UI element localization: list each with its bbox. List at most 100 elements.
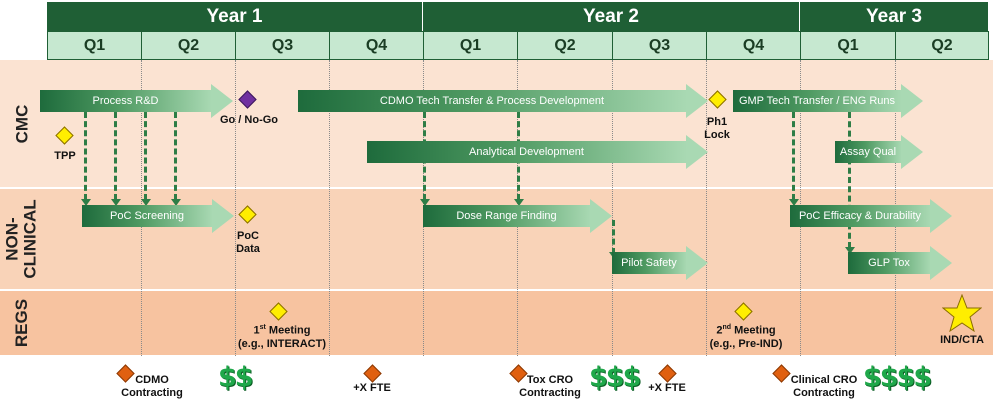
- cdmo-contracting-label: CDMO Contracting: [112, 374, 192, 400]
- dependency-line: [612, 220, 615, 254]
- year-2-header: Year 2: [423, 2, 800, 31]
- quarter-divider: [706, 60, 707, 356]
- first-meeting-example: (e.g., INTERACT): [238, 337, 326, 350]
- activity-label: Process R&D: [92, 95, 159, 107]
- dependency-arrowhead: [171, 199, 181, 206]
- dependency-line: [792, 112, 795, 200]
- quarter-header: Q3: [235, 31, 330, 60]
- dependency-line: [848, 112, 851, 248]
- cmc-band: [0, 60, 993, 187]
- second-meeting-label: 2nd Meeting (e.g., Pre-IND): [696, 321, 796, 351]
- dependency-line: [174, 112, 177, 200]
- second-meeting-line: 2nd Meeting: [696, 321, 796, 338]
- tox-cro-line: Contracting: [519, 387, 581, 399]
- row-separator: [0, 289, 993, 291]
- quarter-header: Q2: [895, 31, 989, 60]
- row-separator: [0, 187, 993, 189]
- ph1-lock-label: Ph1 Lock: [700, 116, 734, 142]
- row-label-cmc: CMC: [0, 60, 44, 187]
- poc-data-line: PoC: [237, 230, 259, 242]
- quarter-header: Q3: [612, 31, 707, 60]
- meeting-word: Meeting: [734, 324, 776, 337]
- quarter-header: Q4: [706, 31, 801, 60]
- dependency-arrowhead: [81, 199, 91, 206]
- ind-cta-label: IND/CTA: [940, 334, 984, 346]
- clinical-cro-contracting-label: Clinical CRO Contracting: [784, 374, 864, 400]
- activity-label: Analytical Development: [469, 146, 584, 158]
- poc-data-label: PoC Data: [230, 230, 266, 256]
- first-meeting-label: 1st Meeting (e.g., INTERACT): [232, 321, 332, 351]
- row-label-text: NON-CLINICAL: [3, 199, 40, 279]
- poc-efficacy-arrow: PoC Efficacy & Durability: [790, 199, 952, 233]
- first-meeting-line: 1st Meeting: [232, 321, 332, 338]
- tox-cro-line: Tox CRO: [526, 374, 574, 386]
- dependency-arrowhead: [789, 199, 799, 206]
- poc-data-line: Data: [236, 243, 260, 255]
- meeting-ordinal: 2: [716, 324, 723, 337]
- activity-label: Dose Range Finding: [456, 210, 557, 222]
- tpp-label: TPP: [54, 150, 76, 162]
- activity-label: Pilot Safety: [621, 257, 677, 269]
- dependency-arrowhead: [514, 199, 524, 206]
- quarter-header: Q1: [800, 31, 896, 60]
- quarter-divider: [612, 60, 613, 356]
- quarter-divider: [235, 60, 236, 356]
- activity-label: PoC Efficacy & Durability: [798, 210, 922, 222]
- activity-label: Assay Qual: [839, 146, 897, 158]
- cdmo-tech-transfer-arrow: CDMO Tech Transfer & Process Development: [298, 84, 708, 118]
- meeting-word: Meeting: [268, 324, 311, 337]
- process-rd-arrow: Process R&D: [40, 84, 233, 118]
- fte-icon: [658, 364, 677, 383]
- dependency-arrowhead: [420, 199, 430, 206]
- activity-label: PoC Screening: [110, 210, 184, 222]
- row-label-nonclinical: NON-CLINICAL: [0, 189, 44, 289]
- ph1-lock-line: Lock: [704, 129, 730, 141]
- dependency-line: [144, 112, 147, 200]
- dependency-arrowhead: [845, 247, 855, 254]
- pilot-safety-arrow: Pilot Safety: [612, 246, 708, 280]
- ind-cta-star-icon: [942, 294, 982, 332]
- second-meeting-example: (e.g., Pre-IND): [709, 337, 783, 350]
- regs-band: [0, 291, 993, 355]
- gmp-tech-transfer-arrow: GMP Tech Transfer / ENG Runs: [733, 84, 923, 118]
- fte-label: +X FTE: [648, 382, 686, 394]
- dependency-line: [84, 112, 87, 200]
- clinical-cro-line: Clinical CRO: [790, 374, 858, 386]
- cdmo-contracting-line: CDMO: [135, 374, 169, 386]
- analytical-development-arrow: Analytical Development: [367, 135, 708, 169]
- tox-cro-contracting-label: Tox CRO Contracting: [510, 374, 590, 400]
- glp-tox-arrow: GLP Tox: [848, 246, 952, 280]
- activity-label: CDMO Tech Transfer & Process Development: [379, 95, 605, 107]
- budget-money-icon: $$: [218, 362, 254, 393]
- clinical-cro-line: Contracting: [793, 387, 855, 399]
- quarter-header: Q2: [517, 31, 613, 60]
- dose-range-finding-arrow: Dose Range Finding: [423, 199, 612, 233]
- quarter-header: Q1: [423, 31, 518, 60]
- quarter-header: Q4: [329, 31, 424, 60]
- row-label-regs: REGS: [0, 291, 44, 355]
- row-label-text: CMC: [12, 104, 31, 143]
- dependency-arrowhead: [141, 199, 151, 206]
- row-label-text: REGS: [12, 298, 31, 348]
- quarter-header: Q1: [47, 31, 142, 60]
- fte-label: +X FTE: [353, 382, 391, 394]
- meeting-ordinal-suffix: st: [259, 324, 266, 331]
- dependency-arrowhead: [111, 199, 121, 206]
- ph1-lock-line: Ph1: [706, 116, 728, 128]
- year-1-header: Year 1: [47, 2, 423, 31]
- assay-qual-arrow: Assay Qual: [835, 135, 923, 169]
- meeting-ordinal-suffix: nd: [722, 324, 732, 331]
- budget-money-icon: $$$: [589, 362, 641, 393]
- activity-label: GLP Tox: [868, 257, 910, 269]
- poc-screening-arrow: PoC Screening: [82, 199, 234, 233]
- activity-label: GMP Tech Transfer / ENG Runs: [738, 95, 896, 107]
- budget-money-icon: $$$$: [863, 362, 932, 393]
- go-nogo-label: Go / No-Go: [219, 114, 279, 126]
- cdmo-contracting-line: Contracting: [121, 387, 183, 399]
- year-3-header: Year 3: [800, 2, 989, 31]
- quarter-divider: [329, 60, 330, 356]
- dependency-line: [114, 112, 117, 200]
- meeting-ordinal: 1: [253, 324, 260, 337]
- fte-icon: [363, 364, 382, 383]
